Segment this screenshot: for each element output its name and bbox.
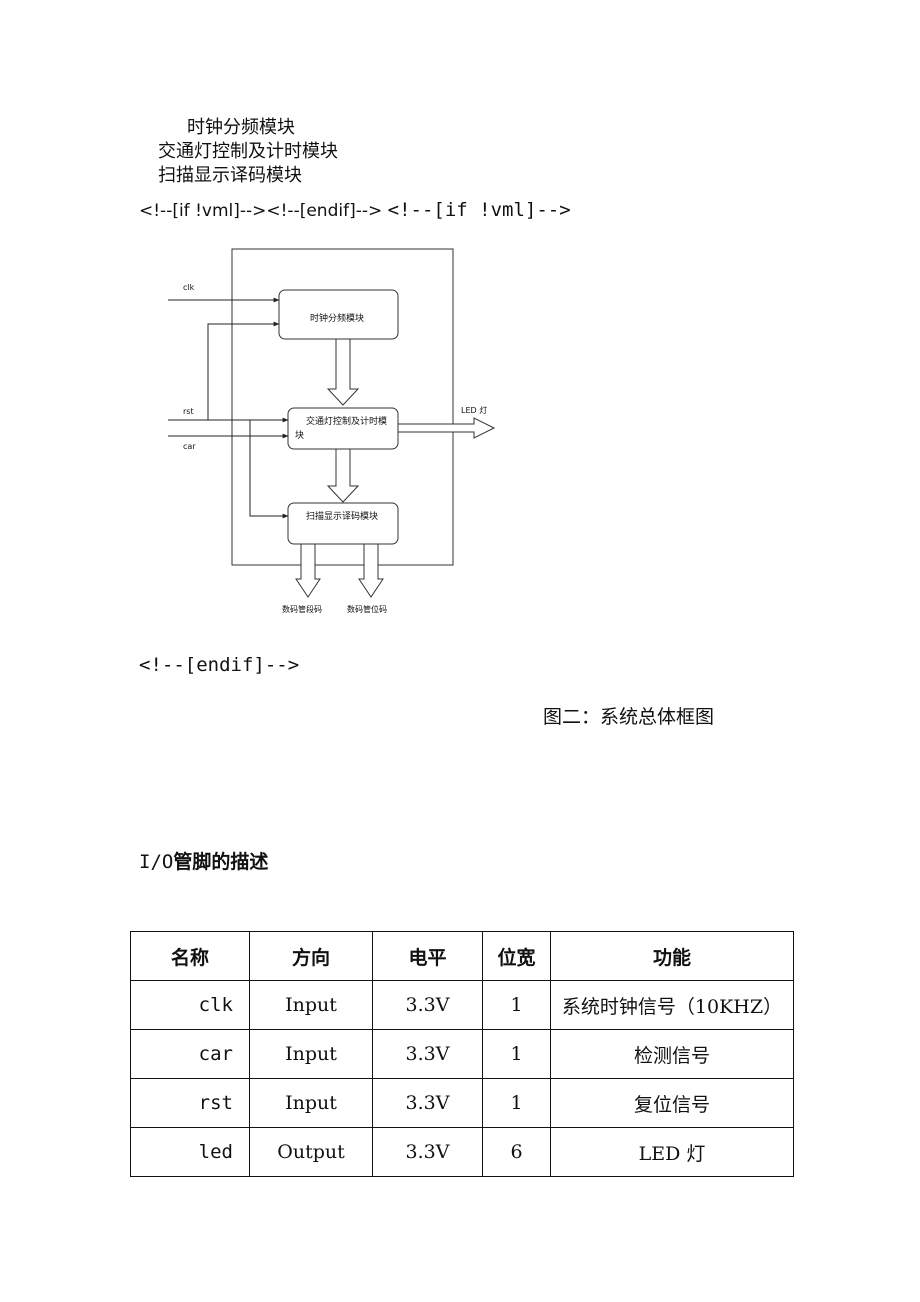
system-block-diagram: 时钟分频模块 交通灯控制及计时模 块 扫描显示译码模块 clk rst car … bbox=[168, 248, 496, 614]
cell-level: 3.3V bbox=[372, 1078, 483, 1128]
table-row: rst Input 3.3V 1 复位信号 bbox=[130, 1078, 794, 1128]
module-list-item-1: 时钟分频模块 bbox=[187, 117, 295, 138]
cell-width: 6 bbox=[482, 1127, 551, 1177]
cell-level: 3.3V bbox=[372, 1127, 483, 1177]
vml-comment-line: <!--[if !vml]--><!--[endif]--> <!--[if !… bbox=[139, 199, 571, 221]
cell-function: 检测信号 bbox=[550, 1029, 794, 1079]
cell-direction: Input bbox=[249, 1078, 373, 1128]
cell-level: 3.3V bbox=[372, 1029, 483, 1079]
cell-level: 3.3V bbox=[372, 980, 483, 1030]
cell-function: 系统时钟信号（10KHZ） bbox=[550, 980, 794, 1030]
cell-function: 复位信号 bbox=[550, 1078, 794, 1128]
rst-to-clock-divider-line bbox=[207, 321, 280, 420]
cell-width: 1 bbox=[482, 980, 551, 1030]
cell-width: 1 bbox=[482, 1078, 551, 1128]
table-header-row: 名称 方向 电平 位宽 功能 bbox=[130, 931, 794, 981]
clock-divider-label: 时钟分频模块 bbox=[310, 312, 364, 324]
header-direction: 方向 bbox=[249, 931, 373, 981]
section-heading: I/O管脚的描述 bbox=[139, 847, 268, 874]
scan-display-block bbox=[287, 502, 399, 545]
cell-width: 1 bbox=[482, 1029, 551, 1079]
control-to-display-arrow bbox=[326, 448, 360, 503]
section-heading-text: 管脚的描述 bbox=[173, 851, 269, 873]
table-row: led Output 3.3V 6 LED 灯 bbox=[130, 1127, 794, 1177]
cell-name: car bbox=[130, 1029, 250, 1079]
module-list-item-2: 交通灯控制及计时模块 bbox=[158, 141, 338, 162]
cell-name: clk bbox=[130, 980, 250, 1030]
cell-name: led bbox=[130, 1127, 250, 1177]
rst-input-label: rst bbox=[183, 407, 194, 416]
cell-direction: Input bbox=[249, 1029, 373, 1079]
vml-comment-small: <!--[if !vml]--><!--[endif]--> bbox=[139, 201, 383, 221]
table-row: clk Input 3.3V 1 系统时钟信号（10KHZ） bbox=[130, 980, 794, 1030]
io-pin-table: 名称 方向 电平 位宽 功能 clk Input 3.3V 1 系统时钟信号（1… bbox=[130, 931, 794, 1177]
clk-input-label: clk bbox=[183, 283, 195, 292]
traffic-control-label-1: 交通灯控制及计时模 bbox=[306, 415, 387, 427]
led-output-arrow bbox=[397, 417, 496, 439]
traffic-control-label-2: 块 bbox=[295, 429, 304, 441]
position-output-arrow bbox=[358, 543, 384, 598]
vml-endif-comment: <!--[endif]--> bbox=[139, 654, 300, 676]
traffic-control-block bbox=[287, 407, 399, 450]
cell-direction: Output bbox=[249, 1127, 373, 1177]
segment-output-arrow bbox=[295, 543, 321, 598]
table-row: car Input 3.3V 1 检测信号 bbox=[130, 1029, 794, 1079]
cell-name: rst bbox=[130, 1078, 250, 1128]
position-output-label: 数码管位码 bbox=[347, 604, 387, 614]
cell-direction: Input bbox=[249, 980, 373, 1030]
section-heading-prefix: I/O bbox=[139, 851, 174, 873]
divider-to-control-arrow bbox=[326, 338, 360, 406]
header-width: 位宽 bbox=[482, 931, 551, 981]
cell-function: LED 灯 bbox=[550, 1127, 794, 1177]
segment-output-label: 数码管段码 bbox=[282, 604, 322, 614]
car-input-label: car bbox=[183, 442, 196, 451]
figure-caption: 图二：系统总体框图 bbox=[543, 706, 715, 728]
rst-to-scan-display-line bbox=[249, 420, 289, 519]
header-level: 电平 bbox=[372, 931, 483, 981]
vml-comment-mono: <!--[if !vml]--> bbox=[387, 199, 571, 221]
header-name: 名称 bbox=[130, 931, 250, 981]
led-output-label: LED 灯 bbox=[461, 405, 487, 415]
scan-display-label: 扫描显示译码模块 bbox=[306, 510, 378, 522]
module-list-item-3: 扫描显示译码模块 bbox=[158, 165, 302, 186]
system-boundary bbox=[231, 248, 454, 566]
header-function: 功能 bbox=[550, 931, 794, 981]
